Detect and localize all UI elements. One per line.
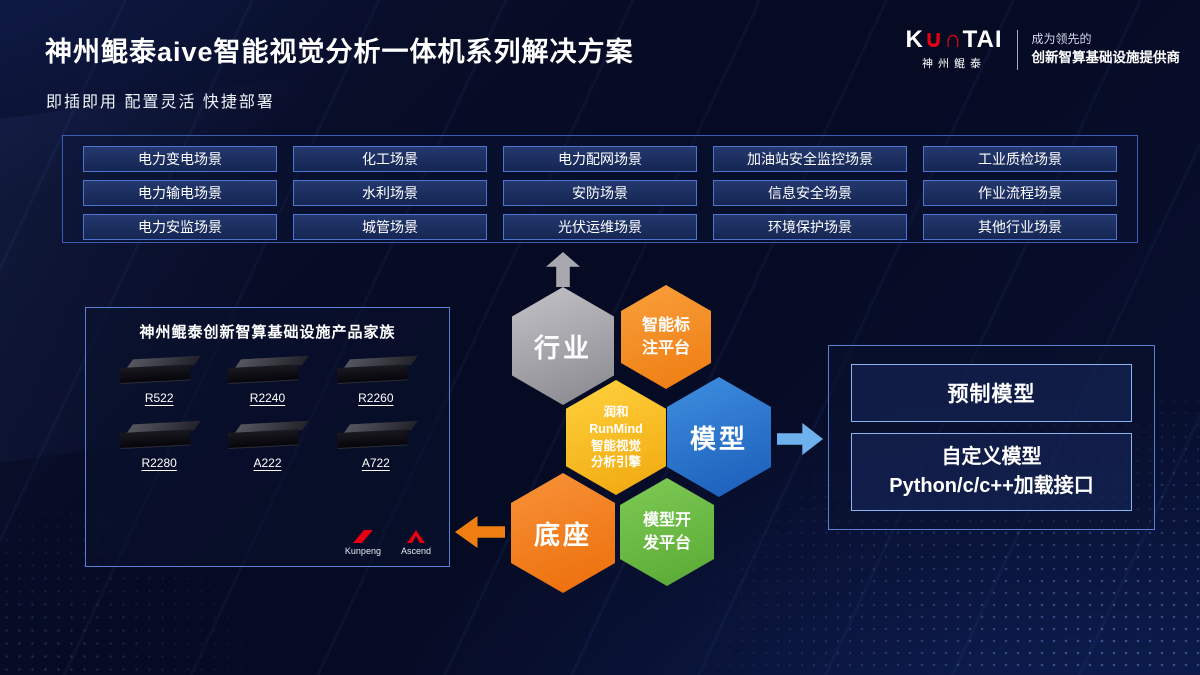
product-item: R2240 [220, 358, 314, 405]
scenario-chip: 信息安全场景 [713, 180, 907, 206]
server-image [228, 421, 307, 449]
scenario-chip: 水利场景 [293, 180, 487, 206]
brand-chinese-name: 神州鲲泰 [921, 58, 986, 70]
brand-block: K∪∩TAI 神州鲲泰 成为领先的 创新智算基础设施提供商 [905, 28, 1180, 71]
arrow-left-icon [455, 516, 505, 548]
hex-model: 模型 [667, 377, 771, 497]
model-panel: 预制模型 自定义模型 Python/c/c++加载接口 [828, 345, 1155, 530]
scenario-grid: 电力变电场景 化工场景 电力配网场景 加油站安全监控场景 工业质检场景 电力输电… [62, 135, 1138, 243]
product-family-title: 神州鲲泰创新智算基础设施产品家族 [139, 324, 396, 341]
scenario-chip: 化工场景 [293, 146, 487, 172]
server-image [120, 421, 199, 449]
hex-engine: 润和 RunMind 智能视觉 分析引擎 [566, 380, 666, 495]
brand-wordmark: K∪∩TAI [905, 28, 1002, 52]
scenario-chip: 电力输电场景 [83, 180, 277, 206]
hex-dev-platform: 模型开 发平台 [620, 478, 714, 586]
product-item: A222 [220, 423, 314, 470]
brand-letters-tai: TAI [962, 26, 1003, 53]
kunpeng-label: Kunpeng [344, 546, 381, 556]
brand-tagline: 成为领先的 创新智算基础设施提供商 [1032, 30, 1181, 68]
kunpeng-logo: Kunpeng [345, 530, 381, 556]
scenario-chip: 安防场景 [503, 180, 697, 206]
server-image [228, 356, 307, 384]
hex-base: 底座 [511, 473, 615, 593]
scenario-chip: 城管场景 [293, 214, 487, 240]
kunpeng-icon [352, 530, 373, 543]
ascend-logo: Ascend [401, 530, 431, 556]
arrow-right-icon [777, 423, 823, 455]
brand-tagline-line1: 成为领先的 [1031, 32, 1092, 47]
product-label: A722 [361, 456, 390, 470]
scenario-chip: 加油站安全监控场景 [713, 146, 907, 172]
server-image [336, 421, 415, 449]
scenario-chip: 电力变电场景 [83, 146, 277, 172]
brand-tagline-line2: 创新智算基础设施提供商 [1031, 50, 1181, 66]
product-item: A722 [329, 423, 423, 470]
hex-industry: 行业 [512, 287, 614, 405]
product-label: R2280 [141, 456, 177, 470]
product-item: R2260 [329, 358, 423, 405]
product-item: R522 [112, 358, 206, 405]
brand-logo: K∪∩TAI 神州鲲泰 [905, 28, 1002, 71]
product-label: R522 [144, 391, 174, 405]
brand-letter-k: K [905, 26, 924, 53]
custom-model-box: 自定义模型 Python/c/c++加载接口 [851, 433, 1132, 511]
scenario-chip: 电力配网场景 [503, 146, 697, 172]
arrow-up-icon [546, 252, 580, 287]
server-image [336, 356, 415, 384]
scenario-chip: 工业质检场景 [923, 146, 1117, 172]
product-label: A222 [253, 456, 282, 470]
prebuilt-model-box: 预制模型 [851, 364, 1132, 422]
scenario-chip: 电力安监场景 [83, 214, 277, 240]
server-image [120, 356, 199, 384]
product-grid: R522 R2240 R2260 R2280 A222 A722 [86, 342, 449, 470]
hex-annotation-platform: 智能标 注平台 [621, 285, 711, 389]
page-subtitle: 即插即用 配置灵活 快捷部署 [46, 94, 275, 111]
scenario-chip: 光伏运维场景 [503, 214, 697, 240]
product-label: R2240 [249, 391, 286, 405]
scenario-chip: 其他行业场景 [923, 214, 1117, 240]
product-label: R2260 [358, 391, 394, 405]
brand-mountain-icon: ∪∩ [923, 26, 963, 53]
scenario-chip: 环境保护场景 [713, 214, 907, 240]
product-item: R2280 [112, 423, 206, 470]
vendor-logos: Kunpeng Ascend [345, 530, 431, 556]
product-family-panel: 神州鲲泰创新智算基础设施产品家族 R522 R2240 R2260 R2280 … [85, 307, 450, 567]
ascend-label: Ascend [400, 546, 431, 556]
brand-divider [1016, 29, 1018, 70]
ascend-icon [406, 530, 425, 543]
page-title: 神州鲲泰aive智能视觉分析一体机系列解决方案 [45, 37, 634, 67]
scenario-chip: 作业流程场景 [923, 180, 1117, 206]
